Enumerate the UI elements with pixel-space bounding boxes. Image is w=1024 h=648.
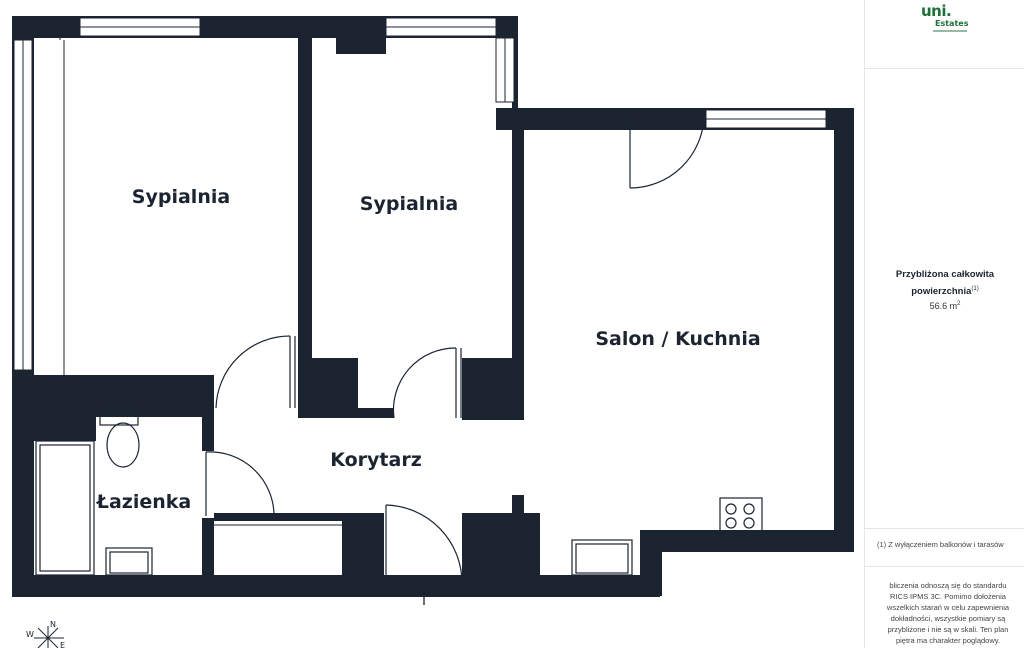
walls [12,16,854,597]
compass-icon: W N E [26,620,65,648]
area-value-text: 56.6 m [929,301,958,311]
room-label-bedroom-1: Sypialnia [132,186,230,208]
disclaimer-line: bliczenia odnoszą się do standardu [889,581,1007,590]
compass-west: W [26,630,34,639]
logo-sub-text: Estates [935,19,969,28]
disclaimer-line: przybliżone i nie są w skali. Ten plan [887,625,1009,634]
room-label-bathroom: Łazienka [96,491,191,513]
bathtub [35,440,95,576]
info-sidebar: uni. Estates Przybliżona całkowita powie… [864,0,1024,648]
disclaimer: bliczenia odnoszą się do standardu RICS … [873,580,1023,646]
stove [719,497,763,535]
room-label-bedroom-2: Sypialnia [360,193,458,215]
room-label-hallway: Korytarz [330,449,422,471]
area-footnote-mark: (1) [971,286,979,292]
room-label-living-kitchen: Salon / Kuchnia [595,328,760,350]
brand-logo: uni. Estates [921,4,981,34]
sidebar-divider [865,528,1024,529]
window-lines [22,26,826,375]
compass-north: N [50,620,56,629]
doors [205,115,705,584]
disclaimer-line: piętra ma charakter poglądowy. [895,636,1001,645]
logo-main-text: uni. [921,2,952,20]
disclaimer-line: dokładności, wszystkie pomiary są [890,614,1006,623]
sinks [105,539,633,576]
area-footnote: (1) Z wyłączeniem balkonów i tarasów [877,540,1004,549]
area-title-line2: powierzchnia [911,286,972,298]
sidebar-divider [865,566,1024,567]
disclaimer-line: wszelkich starań w celu zapewnienia [886,603,1010,612]
logo-tagline-mark [933,30,967,32]
disclaimer-line: RICS IPMS 3C. Pomimo dołożenia [890,592,1006,601]
area-value: 56.6 m2 [865,301,1024,311]
entrance-arrow-icon [415,586,433,605]
toilet [99,412,140,468]
area-title: Przybliżona całkowita powierzchnia(1) [865,268,1024,299]
compass-east: E [60,641,65,648]
area-unit-sup: 2 [957,301,961,307]
area-title-line1: Przybliżona całkowita [895,269,995,280]
floor-plan: Sypialnia Sypialnia Salon / Kuchnia Kory… [12,16,854,605]
sidebar-divider [865,68,1024,69]
